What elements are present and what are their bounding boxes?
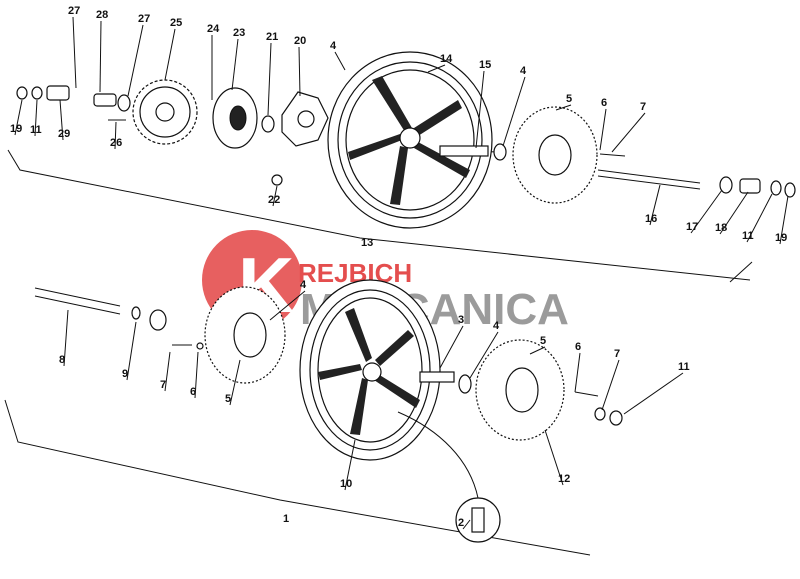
- rear-callout-0: 27: [68, 5, 80, 17]
- rear-leader-7: [298, 46, 301, 97]
- rear-callout-4: 24: [207, 23, 220, 35]
- rear-leader-10: [475, 70, 485, 149]
- rear-callout-19: 22: [268, 194, 280, 206]
- front-leader-11: [623, 372, 684, 415]
- rear-leader-20: [649, 184, 661, 226]
- rear-leader-12: [555, 104, 572, 111]
- front-leader-3: [194, 351, 199, 399]
- rear-leader-11: [502, 76, 526, 147]
- rear-leader-9: [427, 64, 446, 73]
- rear-leader-6: [267, 42, 272, 116]
- rear-leader-3: [164, 28, 176, 81]
- front-leader-12: [544, 429, 564, 486]
- front-leader-1: [126, 321, 137, 381]
- front-callout-9: 6: [575, 341, 581, 353]
- front-wheel-assembly: 1: [4, 279, 623, 556]
- front-leader-6: [439, 325, 464, 369]
- rear-wheel-spokes: [348, 76, 470, 205]
- rear-callout-15: 19: [10, 123, 22, 135]
- front-group-bracket: [4, 399, 591, 556]
- front-callout-2: 7: [160, 379, 166, 391]
- rear-spacer-tube: [439, 145, 489, 157]
- rear-leader-23: [746, 193, 773, 243]
- rear-callout-22: 18: [715, 222, 727, 234]
- rear-leader-8: [334, 51, 346, 71]
- rear-leader-0: [72, 16, 77, 89]
- front-leader-8: [529, 346, 546, 355]
- rear-leader-5: [231, 38, 239, 91]
- front-leader-4: [229, 359, 241, 406]
- rear-leader-14: [611, 112, 646, 153]
- front-leader-9: [574, 352, 581, 393]
- rear-callout-13: 6: [601, 97, 607, 109]
- front-callout-10: 7: [614, 348, 620, 360]
- front-axle: [34, 287, 121, 307]
- rear-leader-18: [114, 121, 117, 150]
- front-leader-0: [63, 309, 69, 367]
- rear-wheel-assembly: 13: [7, 51, 796, 283]
- front-callout-14: 2: [458, 517, 464, 529]
- rear-group-label: 13: [361, 237, 373, 249]
- front-group-label: 1: [283, 513, 289, 525]
- front-callout-13: 10: [340, 478, 352, 490]
- front-callout-6: 3: [458, 314, 464, 326]
- rear-callout-9: 14: [440, 53, 453, 65]
- front-callout-7: 4: [493, 320, 500, 332]
- front-leader-14: [462, 519, 471, 530]
- front-callout-5: 4: [300, 279, 307, 291]
- rear-leader-13: [599, 108, 607, 151]
- rear-spacer: [46, 85, 70, 101]
- rear-leader-21: [690, 189, 723, 234]
- rear-callout-21: 17: [686, 221, 698, 233]
- rear-hub: [399, 127, 421, 149]
- front-leader-2: [164, 351, 171, 392]
- front-leader-5: [269, 290, 306, 321]
- rear-callout-24: 19: [775, 232, 787, 244]
- rear-callout-6: 21: [266, 31, 278, 43]
- front-leader-10: [601, 359, 620, 411]
- rear-callout-3: 25: [170, 17, 182, 29]
- front-callout-3: 6: [190, 386, 196, 398]
- rear-leader-19: [272, 185, 278, 207]
- rear-callout-11: 4: [520, 65, 527, 77]
- front-wheel-spokes: [318, 308, 420, 435]
- rear-group-bracket: [7, 149, 751, 281]
- rear-callout-16: 11: [30, 124, 42, 136]
- front-callout-11: 11: [678, 361, 690, 373]
- rear-callout-18: 26: [110, 137, 122, 149]
- front-leader-7: [469, 331, 499, 379]
- rear-leader-15: [14, 99, 23, 136]
- front-leader-13: [344, 439, 356, 491]
- rear-leader-2: [127, 24, 144, 97]
- front-callout-1: 9: [122, 368, 128, 380]
- rear-callout-14: 7: [640, 101, 646, 113]
- front-callout-0: 8: [59, 354, 65, 366]
- rear-leader-1: [99, 20, 102, 93]
- rear-callout-5: 23: [233, 27, 245, 39]
- rear-callout-12: 5: [566, 93, 572, 105]
- front-callout-12: 12: [558, 473, 570, 485]
- rear-callout-2: 27: [138, 13, 150, 25]
- rear-callout-10: 15: [479, 59, 491, 71]
- rear-callout-7: 20: [294, 35, 306, 47]
- rear-axle: [597, 169, 701, 184]
- rear-callout-23: 11: [742, 230, 754, 242]
- rear-callout-17: 29: [58, 128, 70, 140]
- front-hub: [362, 362, 382, 382]
- rear-leader-22: [719, 191, 749, 235]
- rear-callout-1: 28: [96, 9, 108, 21]
- rear-leader-24: [779, 195, 789, 245]
- front-callout-8: 5: [540, 335, 546, 347]
- rear-nut: [16, 86, 28, 100]
- rear-leader-16: [34, 99, 38, 137]
- rear-leader-17: [59, 99, 64, 141]
- rear-callout-20: 16: [645, 213, 657, 225]
- front-callout-4: 5: [225, 393, 231, 405]
- rear-callout-8: 4: [330, 40, 337, 52]
